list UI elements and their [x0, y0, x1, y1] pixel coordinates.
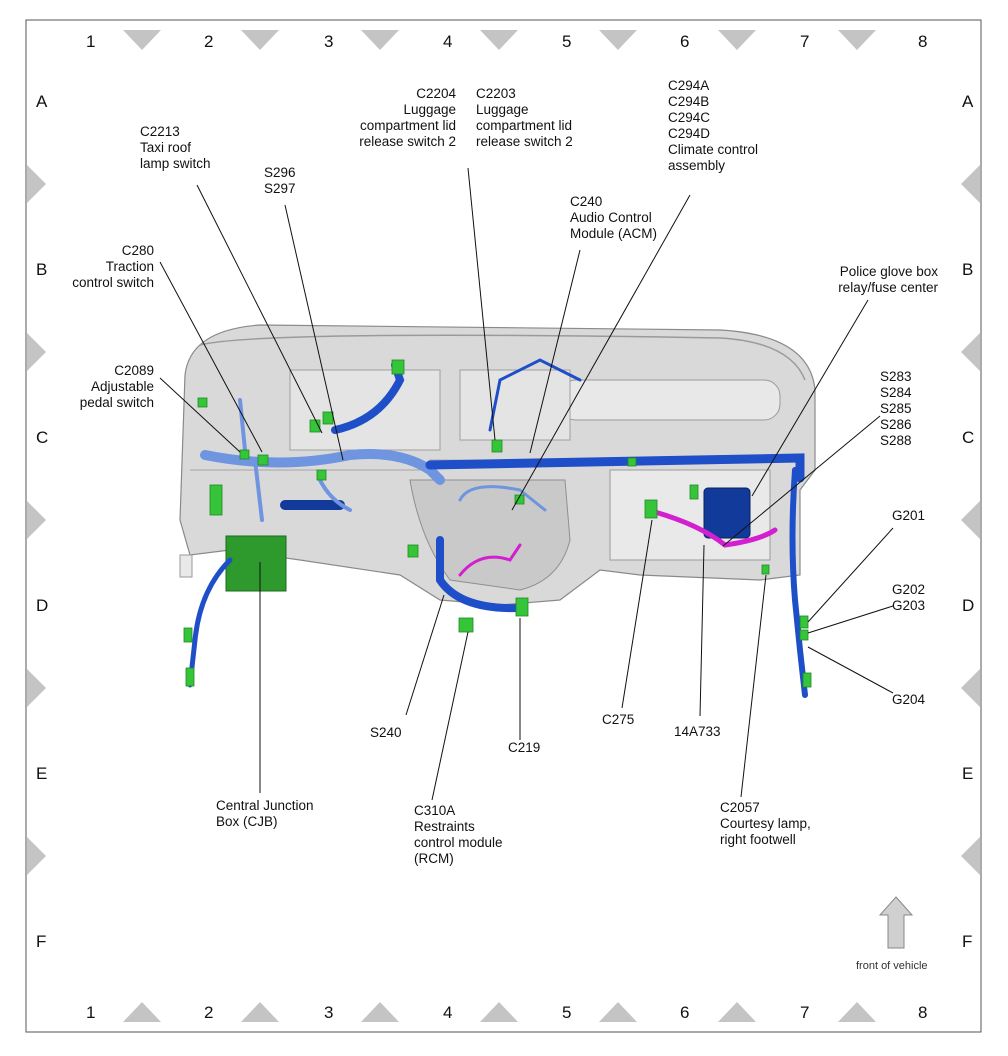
grid-column-7-bottom: 7 — [800, 1003, 810, 1022]
front-arrow-icon — [878, 896, 914, 949]
grid-row-d-right: D — [962, 596, 975, 615]
grid-markers — [27, 30, 980, 1022]
label-c2057-courtesy-lamp: C2057 Courtesy lamp, right footwell — [720, 800, 811, 847]
grid-row-d: D — [36, 596, 49, 615]
label-c219: C219 — [508, 740, 541, 755]
grid-row-f: F — [36, 932, 47, 951]
label-g201: G201 — [892, 508, 926, 523]
grid-column-3-bottom: 3 — [324, 1003, 334, 1022]
grid-column-1: 1 — [86, 32, 96, 51]
grid-row-e-right: E — [962, 764, 974, 783]
grid-row-b-right: B — [962, 260, 974, 279]
grid-row-c: C — [36, 428, 49, 447]
grid-column-2-bottom: 2 — [204, 1003, 214, 1022]
leader-lines — [159, 167, 894, 801]
grid-column-5-bottom: 5 — [562, 1003, 572, 1022]
label-police-glove-box-relay-fuse-center: Police glove box relay/fuse center — [838, 264, 938, 295]
grid-column-1-bottom: 1 — [86, 1003, 96, 1022]
grid-row-b: B — [36, 260, 48, 279]
grid-row-a-right: A — [962, 92, 974, 111]
grid-row-f-right: F — [962, 932, 973, 951]
label-c2089-adjustable-pedal-switch: C2089 Adjustable pedal switch — [79, 363, 154, 410]
grid-column-3: 3 — [324, 32, 334, 51]
grid-row-a: A — [36, 92, 48, 111]
grid-column-5: 5 — [562, 32, 572, 51]
label-c240-audio-control-module: C240 Audio Control Module (ACM) — [570, 194, 658, 241]
label-c310a-restraints-control-module: C310A Restraints control module (RCM) — [414, 803, 503, 866]
frame-border — [25, 19, 982, 1033]
label-central-junction-box: Central Junction Box (CJB) — [216, 798, 314, 829]
grid-column-6: 6 — [680, 32, 690, 51]
grid-column-7: 7 — [800, 32, 810, 51]
grid-column-8-bottom: 8 — [918, 1003, 928, 1022]
grid-column-8: 8 — [918, 32, 928, 51]
wiring-harness — [187, 358, 808, 698]
grid-column-6-bottom: 6 — [680, 1003, 690, 1022]
label-c2204-luggage-release-switch: C2204 Luggage compartment lid release sw… — [359, 86, 456, 149]
front-of-vehicle-label: front of vehicle — [856, 960, 928, 972]
label-s283-s288: S283 S284 S285 S286 S288 — [880, 369, 912, 448]
label-g202-g203: G202 G203 — [892, 582, 926, 613]
grid-row-c-right: C — [962, 428, 975, 447]
grid-row-e: E — [36, 764, 48, 783]
grid-column-4-bottom: 4 — [443, 1003, 453, 1022]
label-14a733: 14A733 — [674, 724, 721, 739]
label-s240: S240 — [370, 725, 402, 740]
label-c275: C275 — [602, 712, 635, 727]
label-g204: G204 — [892, 692, 926, 707]
connectors — [183, 359, 812, 688]
label-c294-climate-control-assembly: C294A C294B C294C C294D Climate control … — [668, 78, 759, 173]
label-c280-traction-control-switch: C280 Traction control switch — [72, 243, 154, 290]
label-c2203-luggage-release-switch: C2203 Luggage compartment lid release sw… — [476, 86, 573, 149]
label-s296-s297: S296 S297 — [264, 165, 296, 196]
label-c2213-taxi-roof-lamp-switch: C2213 Taxi roof lamp switch — [140, 124, 211, 171]
grid-column-2: 2 — [204, 32, 214, 51]
grid-column-4: 4 — [443, 32, 453, 51]
